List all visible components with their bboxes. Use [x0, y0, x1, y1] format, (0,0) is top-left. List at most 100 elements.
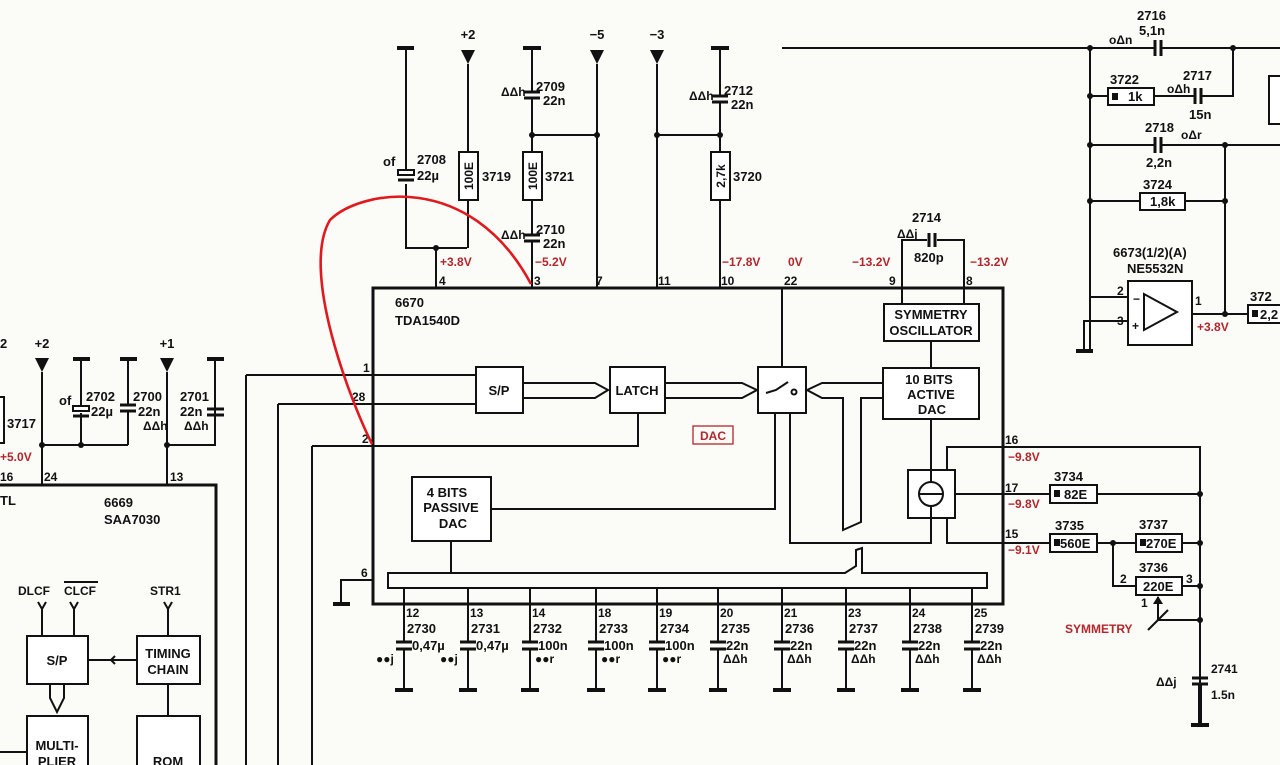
r3717-ref: 3717 — [7, 416, 36, 431]
cap-pin: 21 — [784, 606, 798, 620]
junction — [717, 132, 723, 138]
marker — [1140, 539, 1146, 546]
timing-line1: TIMING — [145, 646, 191, 661]
input-str1: STR1 — [150, 584, 181, 598]
resistor-3734 — [1049, 484, 1098, 504]
junction — [39, 442, 45, 448]
r3724-ref: 3724 — [1143, 177, 1173, 192]
r3736-pin3: 3 — [1186, 572, 1193, 586]
r3721-ref: 3721 — [545, 169, 574, 184]
block-sp-label: S/P — [489, 383, 510, 398]
junction — [1087, 93, 1093, 99]
passive-dac-line3: DAC — [439, 516, 468, 531]
junction — [1197, 540, 1203, 546]
cap-value: 22n — [854, 638, 876, 653]
cap-plates — [522, 640, 538, 651]
c2709-code: ΔΔh — [501, 85, 526, 99]
ic-6669-pin16: 16 — [0, 470, 14, 484]
annotation-arc — [319, 195, 533, 445]
opamp-pin1: 1 — [1195, 294, 1202, 308]
ic-6669-body — [0, 483, 218, 765]
switch-icon — [765, 381, 789, 394]
cap-value: 100n — [665, 638, 695, 653]
timing-line2: CHAIN — [147, 662, 188, 677]
c2718-ref: 2718 — [1145, 120, 1174, 135]
wire — [1003, 446, 1201, 700]
cap-ref: 2732 — [533, 621, 562, 636]
c2709-ref: 2709 — [536, 79, 565, 94]
cap-ref: 2734 — [660, 621, 690, 636]
ic-6669-pin24: 24 — [44, 470, 58, 484]
pin-22: 22 — [784, 274, 798, 288]
cap-ref: 2735 — [721, 621, 750, 636]
junction — [1087, 45, 1093, 51]
c2717-value: 15n — [1189, 107, 1211, 122]
junction — [1222, 198, 1228, 204]
junction — [594, 132, 600, 138]
resistor-offscreen — [1268, 75, 1280, 125]
cap-plates — [964, 640, 980, 651]
passive-dac-line2: PASSIVE — [423, 500, 479, 515]
c2714-code: ΔΔj — [897, 227, 918, 241]
cap-pin: 14 — [532, 606, 546, 620]
voltage-pin16: −9.8V — [1008, 450, 1040, 464]
wire — [340, 579, 373, 603]
voltage-pin15: −9.1V — [1008, 543, 1040, 557]
cap-ref: 2739 — [975, 621, 1004, 636]
opamp-pin3: 3 — [1117, 314, 1124, 328]
block-passive-dac — [411, 476, 492, 542]
cap-value: 22n — [918, 638, 940, 653]
opamp-triangle-icon — [1143, 292, 1180, 332]
switch-contact-icon — [790, 388, 798, 396]
c2702-ref: 2702 — [86, 389, 115, 404]
cap-code: ●●j — [376, 652, 394, 666]
cap-ref: 2736 — [785, 621, 814, 636]
c2710-value: 22n — [543, 236, 565, 251]
junction — [1087, 142, 1093, 148]
pin-28: 28 — [352, 390, 366, 404]
c2708-code: of — [383, 154, 396, 169]
wire — [1003, 542, 1200, 621]
resistor-3720 — [710, 151, 731, 201]
opamp-ref: 6673(1/2)(A) — [1113, 245, 1187, 260]
c2701-code: ΔΔh — [184, 419, 209, 433]
rail-plus2: +2 — [461, 27, 476, 42]
active-dac-line3: DAC — [918, 402, 947, 417]
c2717-ref: 2717 — [1183, 68, 1212, 83]
junction — [164, 442, 170, 448]
c2700-ref: 2700 — [133, 389, 162, 404]
cap-ref: 2733 — [599, 621, 628, 636]
r3735-ref: 3735 — [1055, 518, 1084, 533]
voltage-pin9: −13.2V — [852, 255, 890, 269]
cap-plates — [524, 90, 540, 243]
c2700-value: 22n — [138, 404, 160, 419]
junction — [1110, 540, 1116, 546]
c2716-value: 5,1n — [1139, 23, 1165, 38]
r3724-value: 1,8k — [1150, 194, 1176, 209]
c2709-value: 22n — [543, 93, 565, 108]
cap-code: ΔΔh — [977, 652, 1002, 666]
wire — [901, 239, 965, 288]
pin-10: 10 — [721, 274, 735, 288]
r3725-ref: 372 — [1250, 289, 1272, 304]
rail-minus5: −5 — [590, 27, 605, 42]
symmetry-trim-label[interactable]: SYMMETRY — [1065, 622, 1133, 636]
cap-ref: 2738 — [913, 621, 942, 636]
ic-6669-block-rom — [136, 715, 201, 765]
wiper-arrow-icon — [1153, 596, 1163, 604]
cap-code: ●●r — [535, 652, 554, 666]
rail-left-plus1: +1 — [160, 336, 175, 351]
c2717-code: oΔh — [1167, 82, 1190, 96]
junction — [1197, 583, 1203, 589]
cap-ref: 2731 — [471, 621, 500, 636]
wire — [88, 655, 137, 665]
cap-pin: 20 — [720, 606, 734, 620]
dac-tag — [692, 425, 734, 445]
rail-left-plus2: +2 — [35, 336, 50, 351]
dac-tag-label: DAC — [700, 429, 726, 443]
c2710-code: ΔΔh — [501, 228, 526, 242]
r3720-ref: 3720 — [733, 169, 762, 184]
opamp-pin2: 2 — [1117, 284, 1124, 298]
